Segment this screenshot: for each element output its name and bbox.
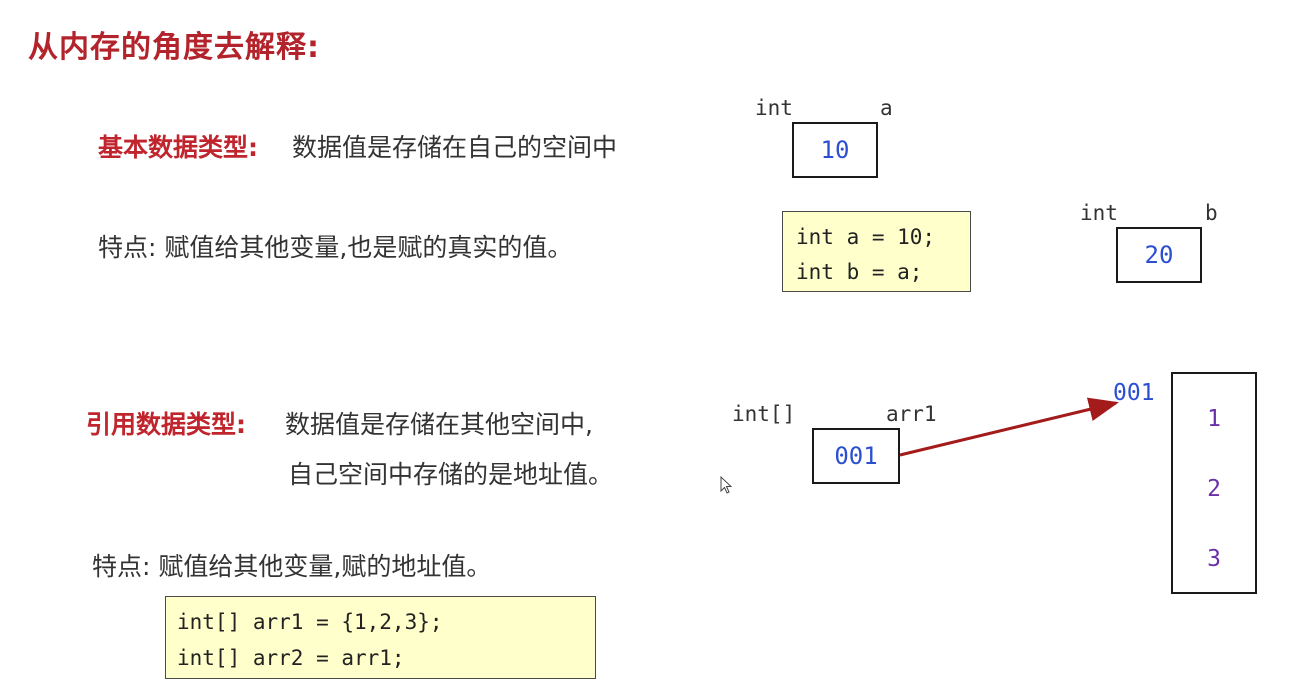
var-b-type-label: int [1080, 201, 1118, 225]
arr1-address-value: 001 [834, 442, 878, 470]
var-b-memory-box: 20 [1116, 227, 1202, 283]
mouse-cursor-icon [720, 475, 733, 494]
reference-type-description-line1: 数据值是存储在其他空间中, [285, 410, 593, 439]
basic-type-heading: 基本数据类型: [98, 133, 258, 162]
array-element: 2 [1207, 476, 1221, 502]
var-a-name-label: a [880, 96, 893, 120]
reference-type-heading: 引用数据类型: [86, 410, 246, 439]
array-element: 3 [1207, 546, 1221, 572]
heap-address-label: 001 [1113, 380, 1155, 406]
var-b-value: 20 [1144, 241, 1174, 269]
reference-type-description-line2: 自己空间中存储的是地址值。 [288, 460, 614, 489]
arr1-name-label: arr1 [886, 402, 937, 426]
reference-type-feature: 特点: 赋值给其他变量,赋的地址值。 [92, 552, 492, 581]
basic-type-feature: 特点: 赋值给其他变量,也是赋的真实的值。 [98, 233, 573, 262]
array-element: 1 [1207, 406, 1221, 432]
heap-array-box: 1 2 3 [1171, 372, 1257, 594]
code-line: int[] arr2 = arr1; [177, 646, 405, 670]
reference-arrow [899, 397, 1119, 457]
arr1-type-label: int[] [732, 402, 796, 426]
var-b-name-label: b [1205, 201, 1218, 225]
arr1-memory-box: 001 [812, 428, 900, 484]
var-a-type-label: int [755, 96, 793, 120]
code-line: int a = 10; [796, 225, 936, 249]
basic-type-description: 数据值是存储在自己的空间中 [292, 133, 618, 162]
var-a-memory-box: 10 [792, 122, 878, 178]
var-a-value: 10 [820, 136, 850, 164]
code-line: int b = a; [796, 260, 923, 284]
reference-code-snippet: int[] arr1 = {1,2,3}; int[] arr2 = arr1; [165, 596, 596, 679]
code-line: int[] arr1 = {1,2,3}; [177, 610, 443, 634]
page-title: 从内存的角度去解释: [28, 30, 320, 65]
basic-code-snippet: int a = 10; int b = a; [782, 211, 971, 292]
